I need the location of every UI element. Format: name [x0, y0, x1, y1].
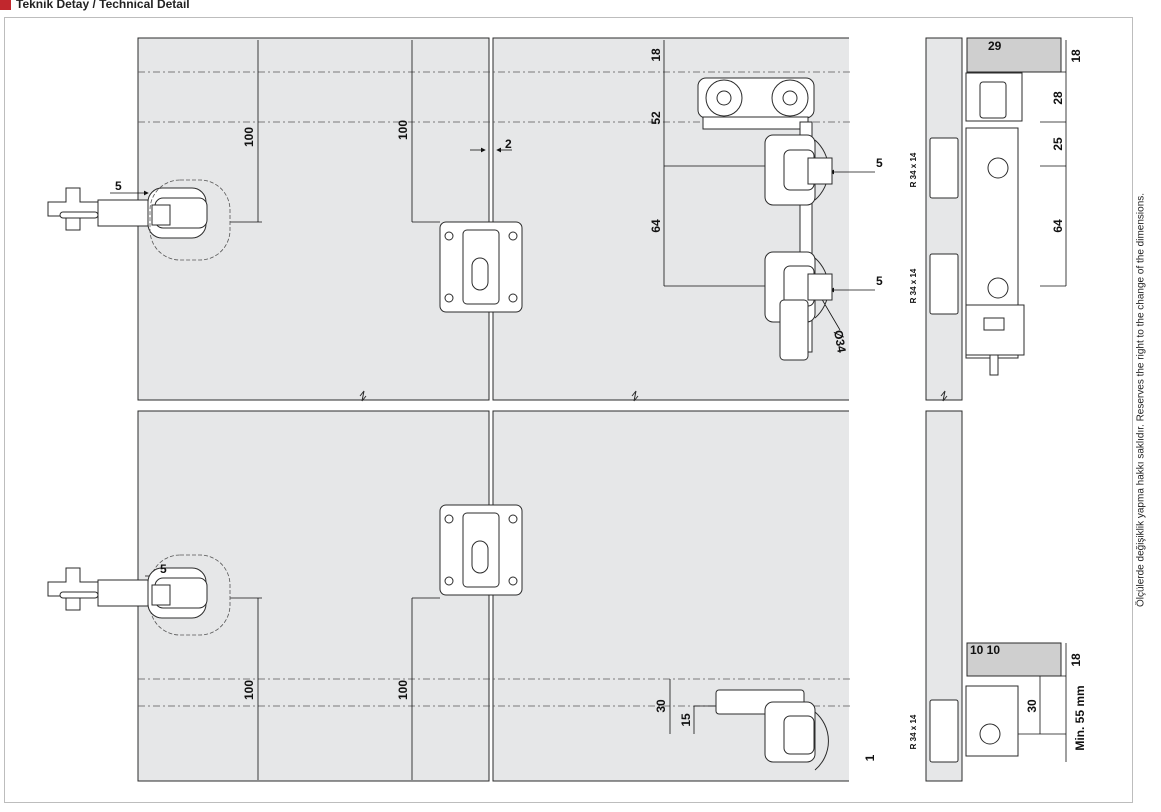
- header-accent-square: [0, 0, 11, 10]
- svg-text:29: 29: [988, 39, 1002, 53]
- svg-text:28: 28: [1051, 91, 1065, 105]
- fitting-upper: [764, 134, 833, 206]
- svg-text:100: 100: [396, 120, 410, 140]
- svg-text:25: 25: [1051, 137, 1065, 151]
- svg-text:Min. 55 mm: Min. 55 mm: [1073, 685, 1087, 750]
- page-header: Teknik Detay / Technical Detail: [0, 0, 190, 12]
- door-panels: [137, 37, 963, 782]
- svg-text:5: 5: [876, 274, 883, 288]
- svg-text:5: 5: [115, 179, 122, 193]
- concealed-hinge-top: [47, 187, 208, 239]
- svg-text:1: 1: [863, 754, 877, 761]
- side-rail-top: [966, 37, 1062, 73]
- svg-text:30: 30: [1025, 699, 1039, 713]
- svg-text:64: 64: [1051, 219, 1065, 233]
- disclaimer-text: Ölçülerde değişiklik yapma hakkı saklıdı…: [1135, 192, 1147, 608]
- fitting-lower: [764, 251, 833, 361]
- svg-text:100: 100: [396, 680, 410, 700]
- fitting-bottom: [715, 689, 829, 771]
- break-marks: [359, 390, 948, 402]
- dimension-labels: 5 5 100 100 2 18 52 64 5 5 Ø34 100 100 3…: [115, 39, 1087, 761]
- butt-hinge-bottom: [439, 504, 523, 596]
- drawing-frame: [4, 17, 1133, 803]
- svg-text:100: 100: [242, 680, 256, 700]
- dashed-guides: [138, 71, 850, 707]
- svg-text:52: 52: [649, 111, 663, 125]
- svg-text:5: 5: [160, 562, 167, 576]
- side-rail-bottom: [966, 642, 1062, 677]
- svg-text:15: 15: [679, 713, 693, 727]
- concealed-hinge-bottom: [47, 567, 208, 619]
- svg-text:10 10: 10 10: [970, 643, 1000, 657]
- side-bracket-bottom: [929, 685, 1019, 763]
- svg-text:Ø34: Ø34: [831, 329, 849, 354]
- svg-text:R 34 x 14: R 34 x 14: [909, 152, 918, 187]
- side-panel-top: [925, 37, 963, 401]
- page-title: Teknik Detay / Technical Detail: [16, 0, 190, 11]
- svg-text:18: 18: [1069, 653, 1083, 667]
- svg-text:30: 30: [654, 699, 668, 713]
- dimension-lines: [110, 40, 1067, 780]
- svg-text:64: 64: [649, 219, 663, 233]
- side-bracket-top: [929, 72, 1025, 376]
- svg-text:R 34 x 14: R 34 x 14: [909, 268, 918, 303]
- svg-text:100: 100: [242, 127, 256, 147]
- svg-text:18: 18: [649, 48, 663, 62]
- svg-text:R 34 x 14: R 34 x 14: [909, 714, 918, 749]
- svg-text:18: 18: [1069, 49, 1083, 63]
- svg-text:2: 2: [505, 137, 512, 151]
- svg-text:5: 5: [876, 156, 883, 170]
- butt-hinge-top: [439, 221, 523, 313]
